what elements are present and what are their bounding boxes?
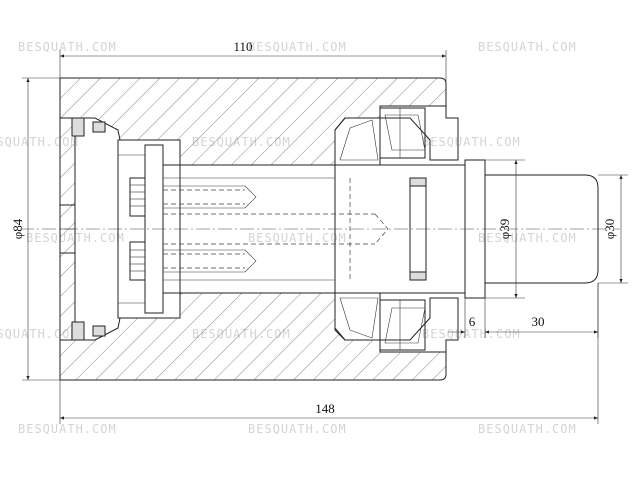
watermark: BESQUATH.COM <box>248 422 347 436</box>
watermark: BESQUATH.COM <box>248 231 347 245</box>
dim-shaft-diameter-small-label: φ30 <box>602 219 617 240</box>
dim-top-length: 110 <box>59 39 447 84</box>
dim-shaft-diameter-large: φ39 <box>485 159 525 299</box>
seal-left-bottom <box>71 321 106 341</box>
dim-outer-diameter-label: φ84 <box>10 218 25 239</box>
watermark: BESQUATH.COM <box>478 231 577 245</box>
watermark: BESQUATH.COM <box>478 422 577 436</box>
watermark: BESQUATH.COM <box>18 40 117 54</box>
bearing-bottom <box>334 292 426 351</box>
dim-bottom-length-label: 148 <box>315 401 335 416</box>
seal-left-top <box>71 117 106 137</box>
dim-bottom-length: 148 <box>59 283 599 424</box>
watermark: BESQUATH.COM <box>0 327 79 341</box>
dim-end-length-label: 30 <box>532 314 545 329</box>
watermark: BESQUATH.COM <box>422 327 521 341</box>
bolt-top <box>129 177 257 217</box>
dim-step-length-label: 6 <box>469 314 476 329</box>
watermark: BESQUATH.COM <box>478 40 577 54</box>
watermark: BESQUATH.COM <box>0 135 79 149</box>
watermark: BESQUATH.COM <box>248 40 347 54</box>
dim-shaft-diameter-small: φ30 <box>598 174 628 284</box>
watermark: BESQUATH.COM <box>422 135 521 149</box>
dim-top-length-label: 110 <box>233 39 252 54</box>
dim-outer-diameter: φ84 <box>10 77 60 381</box>
watermark: BESQUATH.COM <box>18 422 117 436</box>
bearing-top <box>334 107 426 166</box>
dim-step-lengths: 6 30 <box>448 283 599 338</box>
bolt-bottom <box>129 241 257 281</box>
dim-shaft-diameter-large-label: φ39 <box>497 219 512 240</box>
